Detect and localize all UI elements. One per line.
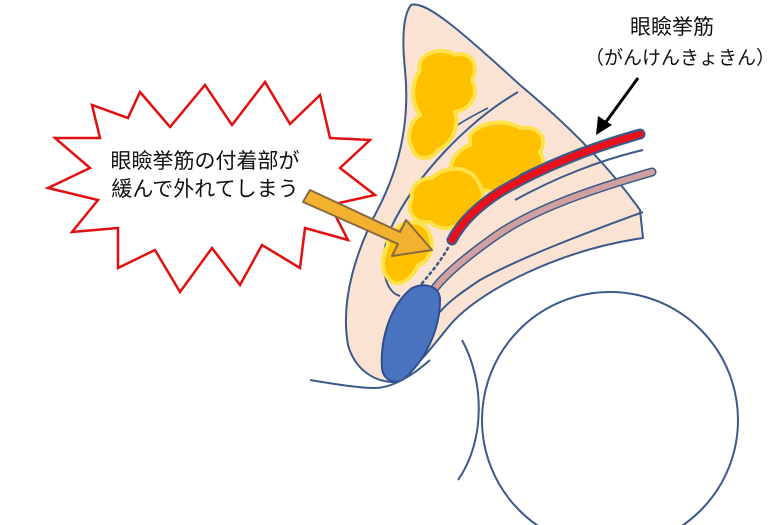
callout-line-2: 緩んで外れてしまう bbox=[111, 177, 298, 201]
levator-muscle-fill bbox=[448, 130, 644, 244]
inner-muscle-fill bbox=[432, 169, 655, 291]
starburst-callout bbox=[44, 79, 378, 295]
eyeball bbox=[481, 291, 739, 525]
lower-eyelid-outline bbox=[309, 359, 431, 390]
conjunctiva-line bbox=[439, 211, 644, 313]
cornea bbox=[457, 339, 480, 481]
block-arrow-icon bbox=[302, 189, 433, 257]
muscle-reading-label: （がんけんきょきん） bbox=[585, 47, 775, 69]
levator-upper-edge bbox=[519, 129, 641, 176]
orbital-septum bbox=[382, 91, 519, 297]
muscle-name-label: 眼瞼挙筋 bbox=[630, 15, 714, 39]
levator-lower-edge bbox=[514, 149, 644, 201]
callout-line-1: 眼瞼挙筋の付着部が bbox=[111, 149, 300, 173]
detached-aponeurosis bbox=[416, 246, 450, 290]
pointer-arrow-icon bbox=[596, 77, 640, 135]
